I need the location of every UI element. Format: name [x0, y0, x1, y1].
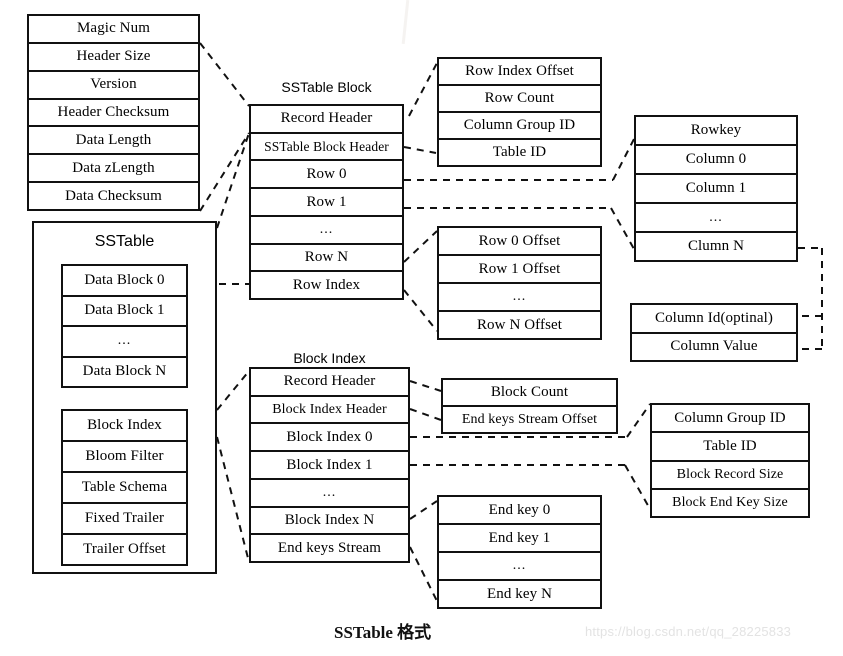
data-block-n: Data Block N [82, 363, 167, 380]
sstable-data-blocks-stack: Data Block 0 Data Block 1 ... Data Block… [61, 264, 188, 388]
block-index-title: Block Index [293, 350, 366, 366]
block-index-1: Block Index 1 [251, 452, 408, 480]
sstable-block-row-0: Row 0 [251, 161, 402, 190]
field-header-size: Header Size [29, 44, 198, 72]
entry-field-column-group-id: Column Group ID [652, 405, 808, 434]
record-header-fields-stack: Magic Num Header Size Version Header Che… [27, 14, 200, 211]
sstable-block-header-fields-stack: Row Index Offset Row Count Column Group … [437, 57, 602, 167]
entry-row-n-offset: Row N Offset [476, 316, 563, 333]
block-index-n: Block Index N [251, 508, 408, 536]
column-field-value: Column Value [670, 338, 758, 355]
end-key-ellipsis: ... [439, 553, 600, 581]
sstable-trailer-stack: Block Index Bloom Filter Table Schema Fi… [61, 409, 188, 566]
row-layout-stack: Rowkey Column 0 Column 1 ... Clumn N [634, 115, 798, 262]
field-end-keys-stream-offset: End keys Stream Offset [461, 411, 598, 427]
row-index-entries-stack: Row 0 Offset Row 1 Offset ... Row N Offs… [437, 226, 602, 340]
block-index-stack: Record Header Block Index Header Block I… [249, 367, 410, 563]
entry-field-block-record-size: Block Record Size [652, 462, 808, 490]
field-block-count: Block Count [443, 380, 616, 407]
entry-row-0-offset: Row 0 Offset [439, 228, 600, 256]
row-field-column-1: Column 1 [636, 175, 796, 204]
block-index-header-fields-stack: Block Count End keys Stream Offset [441, 378, 618, 434]
field-table-id: Table ID [492, 144, 547, 160]
data-block-ellipsis: ... [63, 327, 186, 358]
field-magic-num: Magic Num [29, 16, 198, 44]
sstable-block-header: SSTable Block Header [251, 134, 402, 162]
row-field-column-0: Column 0 [636, 146, 796, 175]
end-key-0: End key 0 [439, 497, 600, 525]
trailer-fixed-trailer: Fixed Trailer [63, 504, 186, 535]
field-data-zlength: Data zLength [29, 155, 198, 184]
block-index-0: Block Index 0 [251, 424, 408, 453]
sstable-block-record-header: Record Header [251, 106, 402, 134]
entry-row-1-offset: Row 1 Offset [439, 256, 600, 284]
end-keys-stack: End key 0 End key 1 ... End key N [437, 495, 602, 609]
row-field-rowkey: Rowkey [636, 117, 796, 146]
field-row-index-offset: Row Index Offset [439, 59, 600, 86]
trailer-block-index: Block Index [63, 411, 186, 442]
trailer-bloom-filter: Bloom Filter [63, 442, 186, 473]
field-data-checksum: Data Checksum [65, 187, 162, 204]
entry-field-block-end-key-size: Block End Key Size [672, 494, 788, 510]
sstable-title: SSTable [94, 233, 155, 250]
data-block-1: Data Block 1 [63, 297, 186, 327]
field-version: Version [29, 72, 198, 100]
field-column-group-id: Column Group ID [439, 113, 600, 140]
block-index-header: Block Index Header [251, 397, 408, 425]
column-field-id: Column Id(optinal) [632, 305, 796, 334]
row-field-column-n: Clumn N [687, 238, 745, 254]
column-layout-stack: Column Id(optinal) Column Value [630, 303, 798, 362]
sstable-block-stack: Record Header SSTable Block Header Row 0… [249, 104, 404, 300]
field-row-count: Row Count [439, 86, 600, 113]
csdn-watermark: https://blog.csdn.net/qq_28225833 [585, 624, 792, 639]
end-key-1: End key 1 [439, 525, 600, 553]
block-index-record-header: Record Header [251, 369, 408, 397]
sstable-block-title: SSTable Block [281, 79, 372, 95]
entry-field-table-id: Table ID [652, 433, 808, 462]
block-index-entry-fields-stack: Column Group ID Table ID Block Record Si… [650, 403, 810, 518]
entry-row-ellipsis: ... [439, 284, 600, 312]
field-data-length: Data Length [29, 127, 198, 156]
sstable-container [32, 221, 217, 574]
field-header-checksum: Header Checksum [29, 100, 198, 128]
scan-artifact [401, 0, 410, 45]
block-index-end-keys-stream: End keys Stream [277, 539, 382, 556]
sstable-block-row-index: Row Index [292, 276, 361, 293]
sstable-block-row-ellipsis: ... [251, 217, 402, 245]
sstable-block-row-n: Row N [251, 245, 402, 273]
sstable-block-row-1: Row 1 [251, 189, 402, 217]
diagram-caption: SSTable 格式 [334, 623, 432, 642]
end-key-n: End key N [486, 585, 553, 602]
row-field-ellipsis: ... [636, 204, 796, 233]
data-block-0: Data Block 0 [63, 266, 186, 297]
block-index-ellipsis: ... [251, 480, 408, 508]
trailer-trailer-offset: Trailer Offset [83, 541, 166, 557]
trailer-table-schema: Table Schema [63, 473, 186, 504]
